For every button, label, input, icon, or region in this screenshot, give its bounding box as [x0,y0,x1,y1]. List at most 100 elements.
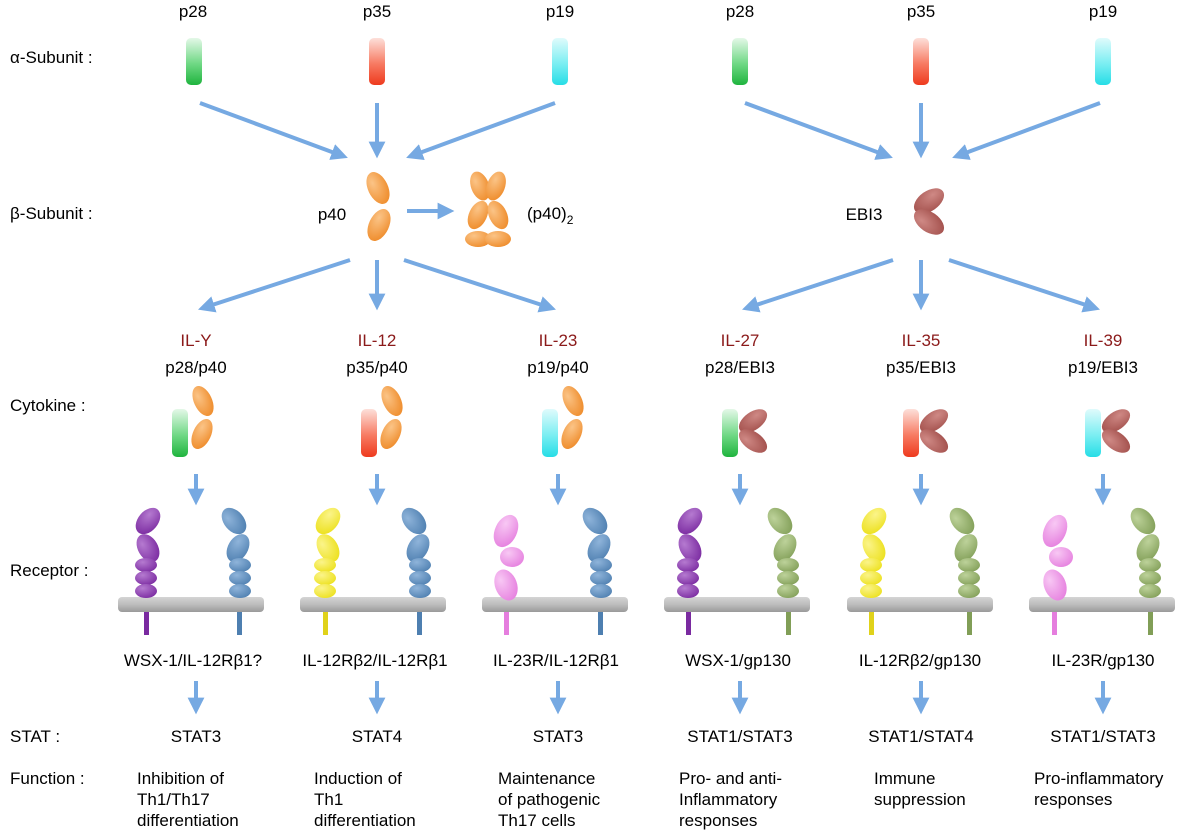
receptor-il23r-il12rb1 [482,507,628,635]
p40-subunit [366,172,391,241]
p19-subunit [1095,38,1111,85]
function-labels: Inhibition of Th1/Th17 differentiation I… [137,769,1164,830]
p40-label: p40 [318,205,346,224]
row-label-cytokine: Cytokine : [10,396,86,415]
row-label-receptor: Receptor : [10,561,88,580]
il-35-cytokine-icon [903,409,949,457]
row-label-function: Function : [10,769,85,788]
arrow [403,258,556,313]
receptor-label: IL-12Rβ2/gp130 [859,651,981,670]
beta-subunits: p40 (p40)2 EBI3 [318,171,945,247]
cytokine-labels: IL-Y p28/p40 IL-12 p35/p40 IL-23 p19/p40… [165,331,1138,377]
cytokine-to-receptor-arrows [187,474,1112,506]
row-label-stat: STAT : [10,727,60,746]
stat-label: STAT3 [171,727,221,746]
stat-label: STAT4 [352,727,402,746]
row-label-alpha: α-Subunit : [10,48,93,67]
cell-membrane [300,597,446,612]
row-labels: α-Subunit : β-Subunit : Cytokine : Recep… [10,48,93,788]
p19-subunit [552,38,568,85]
receptor-label: WSX-1/gp130 [685,651,791,670]
cell-membrane [847,597,993,612]
function-line: of pathogenic [498,790,601,809]
receptor-to-stat-arrows [187,681,1112,715]
row-label-beta: β-Subunit : [10,204,93,223]
receptor-wsx1-gp130 [664,507,810,635]
arrow [744,101,893,160]
alpha-to-beta-arrows [199,101,1101,160]
receptors [118,507,1175,635]
p35-subunit [369,38,385,85]
cytokine-name: IL-35 [902,331,941,350]
receptor-label: IL-23R/gp130 [1051,651,1154,670]
p35-subunit [913,38,929,85]
function-line: Th1/Th17 [137,790,210,809]
cytokine-composition: p19/p40 [527,358,588,377]
receptor-il12rb2-il12rb1 [300,507,446,635]
il-39-cytokine-icon [1085,409,1131,457]
alpha-subunit-bars [186,38,1111,85]
arrow [952,101,1101,160]
cytokine-name: IL-Y [180,331,211,350]
alpha-label-p35-left: p35 [363,2,391,21]
alpha-label-p19-right: p19 [1089,2,1117,21]
function-line: responses [1034,790,1112,809]
arrow [406,101,556,160]
cytokine-name: IL-23 [539,331,578,350]
ebi3-label: EBI3 [846,205,883,224]
function-line: Pro- and anti- [679,769,782,788]
p28-subunit [732,38,748,85]
function-line: Pro-inflammatory [1034,769,1164,788]
il-27-cytokine-icon [722,409,768,457]
arrow [742,258,894,313]
cytokine-composition: p35/EBI3 [886,358,956,377]
cell-membrane [1029,597,1175,612]
il-23-cytokine-icon [542,386,584,457]
receptor-label: WSX-1/IL-12Rβ1? [124,651,262,670]
alpha-label-p28-right: p28 [726,2,754,21]
alpha-label-p28-left: p28 [179,2,207,21]
cytokine-composition: p28/p40 [165,358,226,377]
stat-labels: STAT3 STAT4 STAT3 STAT1/STAT3 STAT1/STAT… [171,727,1156,746]
cell-membrane [482,597,628,612]
function-line: differentiation [314,811,416,830]
alpha-label-p35-right: p35 [907,2,935,21]
receptor-label: IL-12Rβ2/IL-12Rβ1 [302,651,447,670]
receptor-il23r-gp130 [1029,507,1175,635]
arrow [948,258,1100,313]
function-line: Inhibition of [137,769,224,788]
p28-subunit [186,38,202,85]
function-line: Th17 cells [498,811,575,830]
il-12-cytokine-icon [361,386,403,457]
ebi3-subunit [913,188,945,235]
function-line: differentiation [137,811,239,830]
cytokine-name: IL-12 [358,331,397,350]
cell-membrane [118,597,264,612]
receptor-wsx1-il12rb1 [118,507,264,635]
stat-label: STAT1/STAT3 [1050,727,1155,746]
cell-membrane [664,597,810,612]
receptor-il12rb2-gp130 [847,507,993,635]
function-line: Immune [874,769,935,788]
beta-to-cytokine-arrows [198,258,1100,313]
function-line: Induction of [314,769,402,788]
function-line: responses [679,811,757,830]
p40-dimer-label: (p40)2 [527,204,574,227]
cytokine-composition: p28/EBI3 [705,358,775,377]
arrow [199,101,348,160]
receptor-label: IL-23R/IL-12Rβ1 [493,651,619,670]
cytokine-name: IL-27 [721,331,760,350]
stat-label: STAT3 [533,727,583,746]
stat-label: STAT1/STAT3 [687,727,792,746]
alpha-label-p19-left: p19 [546,2,574,21]
stat-label: STAT1/STAT4 [868,727,973,746]
cytokine-composition: p19/EBI3 [1068,358,1138,377]
il-y-cytokine-icon [172,386,214,457]
cytokine-composition: p35/p40 [346,358,407,377]
arrow [198,258,351,313]
p40-dimer [465,171,511,247]
cytokine-icons [172,386,1131,457]
alpha-subunit-labels: p28 p35 p19 p28 p35 p19 [179,2,1117,21]
